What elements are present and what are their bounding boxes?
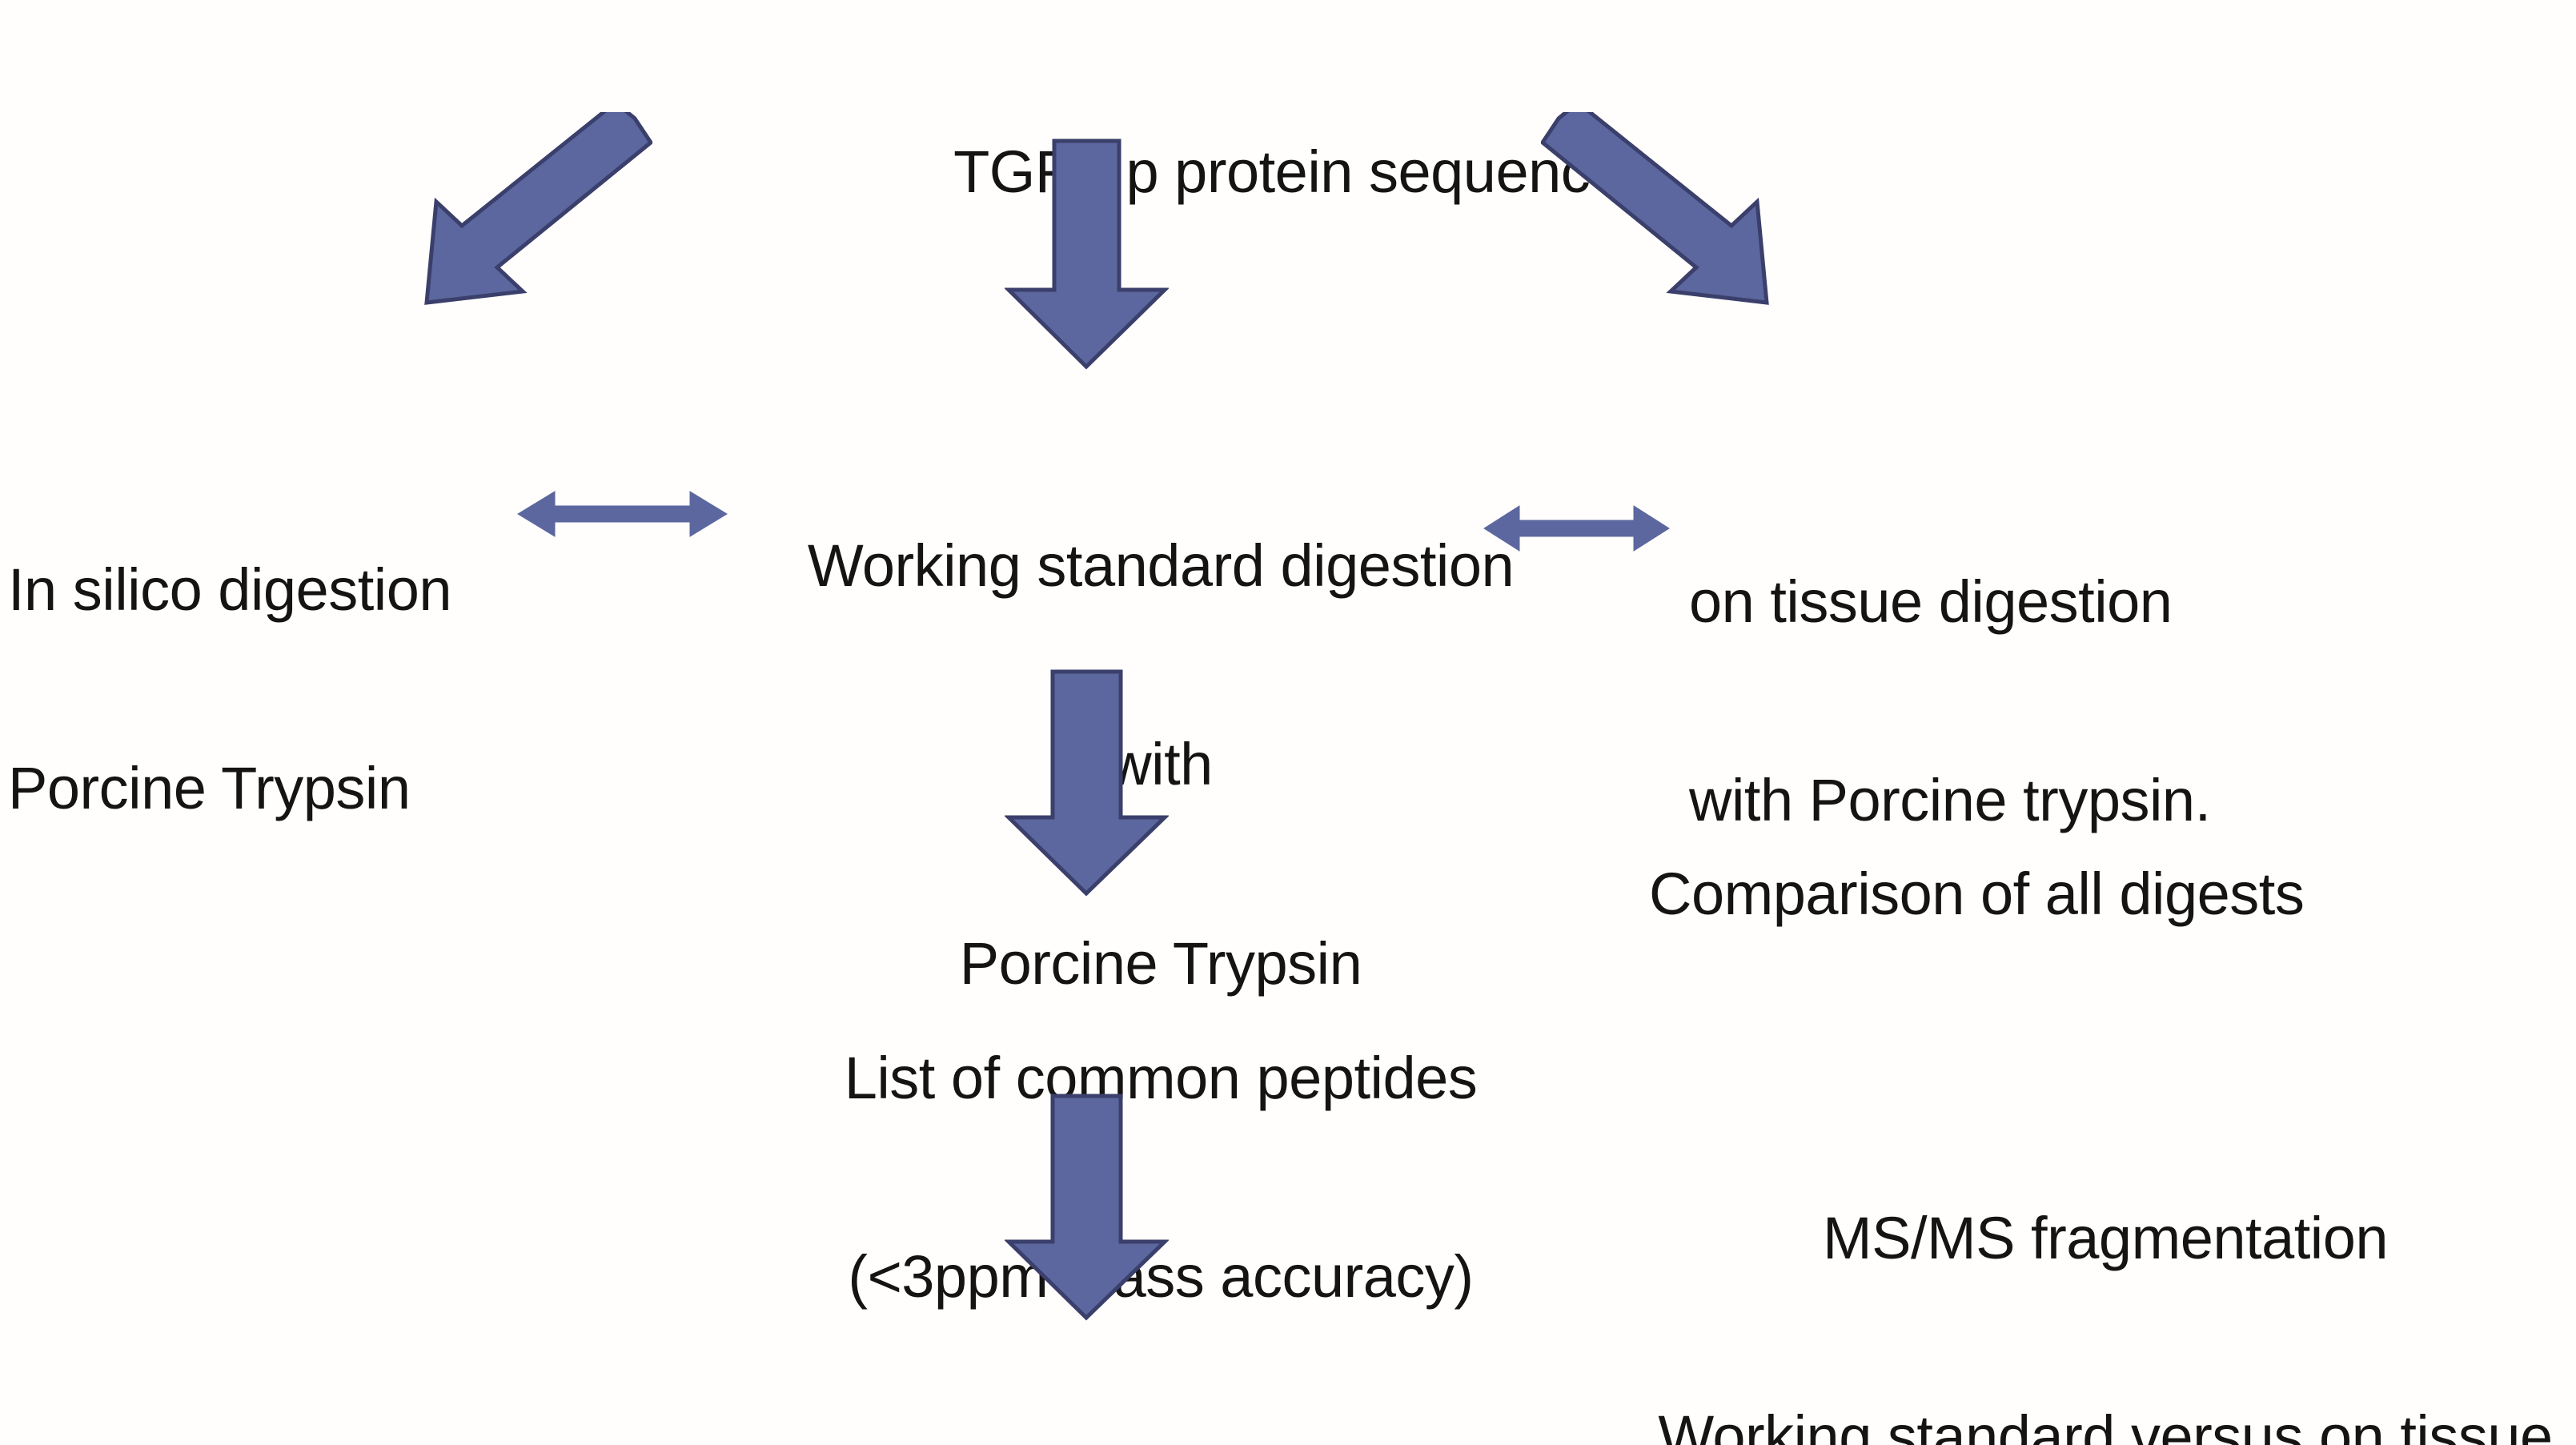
arrow-bidirectional-right-icon <box>1483 505 1670 552</box>
node-in-silico-digestion: In silico digestion Porcine Trypsin <box>8 424 528 955</box>
node-msms-line-2: Working standard versus on tissue <box>1658 1403 2553 1445</box>
node-msms-fragmentation: MS/MS fragmentation Working standard ver… <box>1633 1073 2576 1445</box>
node-comparison-line-1: Comparison of all digests <box>1649 860 2305 927</box>
node-common-peptides-line-1: List of common peptides <box>844 1044 1478 1111</box>
node-validation-of-the-peptides: Validation of the peptides <box>712 1361 1609 1445</box>
node-title: TGFBIp protein sequence <box>0 6 2576 338</box>
node-comparison-of-all-digests: Comparison of all digests <box>1649 729 2546 1060</box>
node-working-standard-digestion: Working standard digestion with Porcine … <box>712 400 1609 1130</box>
node-msms-line-1: MS/MS fragmentation <box>1822 1204 2389 1271</box>
node-title-line-1: TGFBIp protein sequence <box>953 138 1623 205</box>
node-working-standard-line-3: Porcine Trypsin <box>959 930 1362 997</box>
node-on-tissue-line-1: on tissue digestion <box>1689 568 2173 635</box>
node-list-of-common-peptides: List of common peptides (<3ppm mass accu… <box>712 913 1609 1443</box>
arrow-down-left-icon <box>424 112 652 305</box>
node-in-silico-line-1: In silico digestion <box>8 556 452 623</box>
node-on-tissue-digestion: on tissue digestion with Porcine trypsin… <box>1689 436 2570 967</box>
node-working-standard-line-1: Working standard digestion <box>807 532 1515 599</box>
arrow-down-right-icon <box>1541 112 1769 305</box>
node-working-standard-line-2: with <box>1109 731 1213 798</box>
node-on-tissue-line-2: with Porcine trypsin. <box>1689 767 2211 834</box>
arrow-down-middle-icon <box>1005 669 1169 897</box>
node-in-silico-line-2: Porcine Trypsin <box>8 755 411 822</box>
arrow-down-bottom-icon <box>1005 1094 1169 1321</box>
arrow-bidirectional-left-icon <box>517 491 728 537</box>
arrow-down-top-icon <box>1005 138 1169 370</box>
